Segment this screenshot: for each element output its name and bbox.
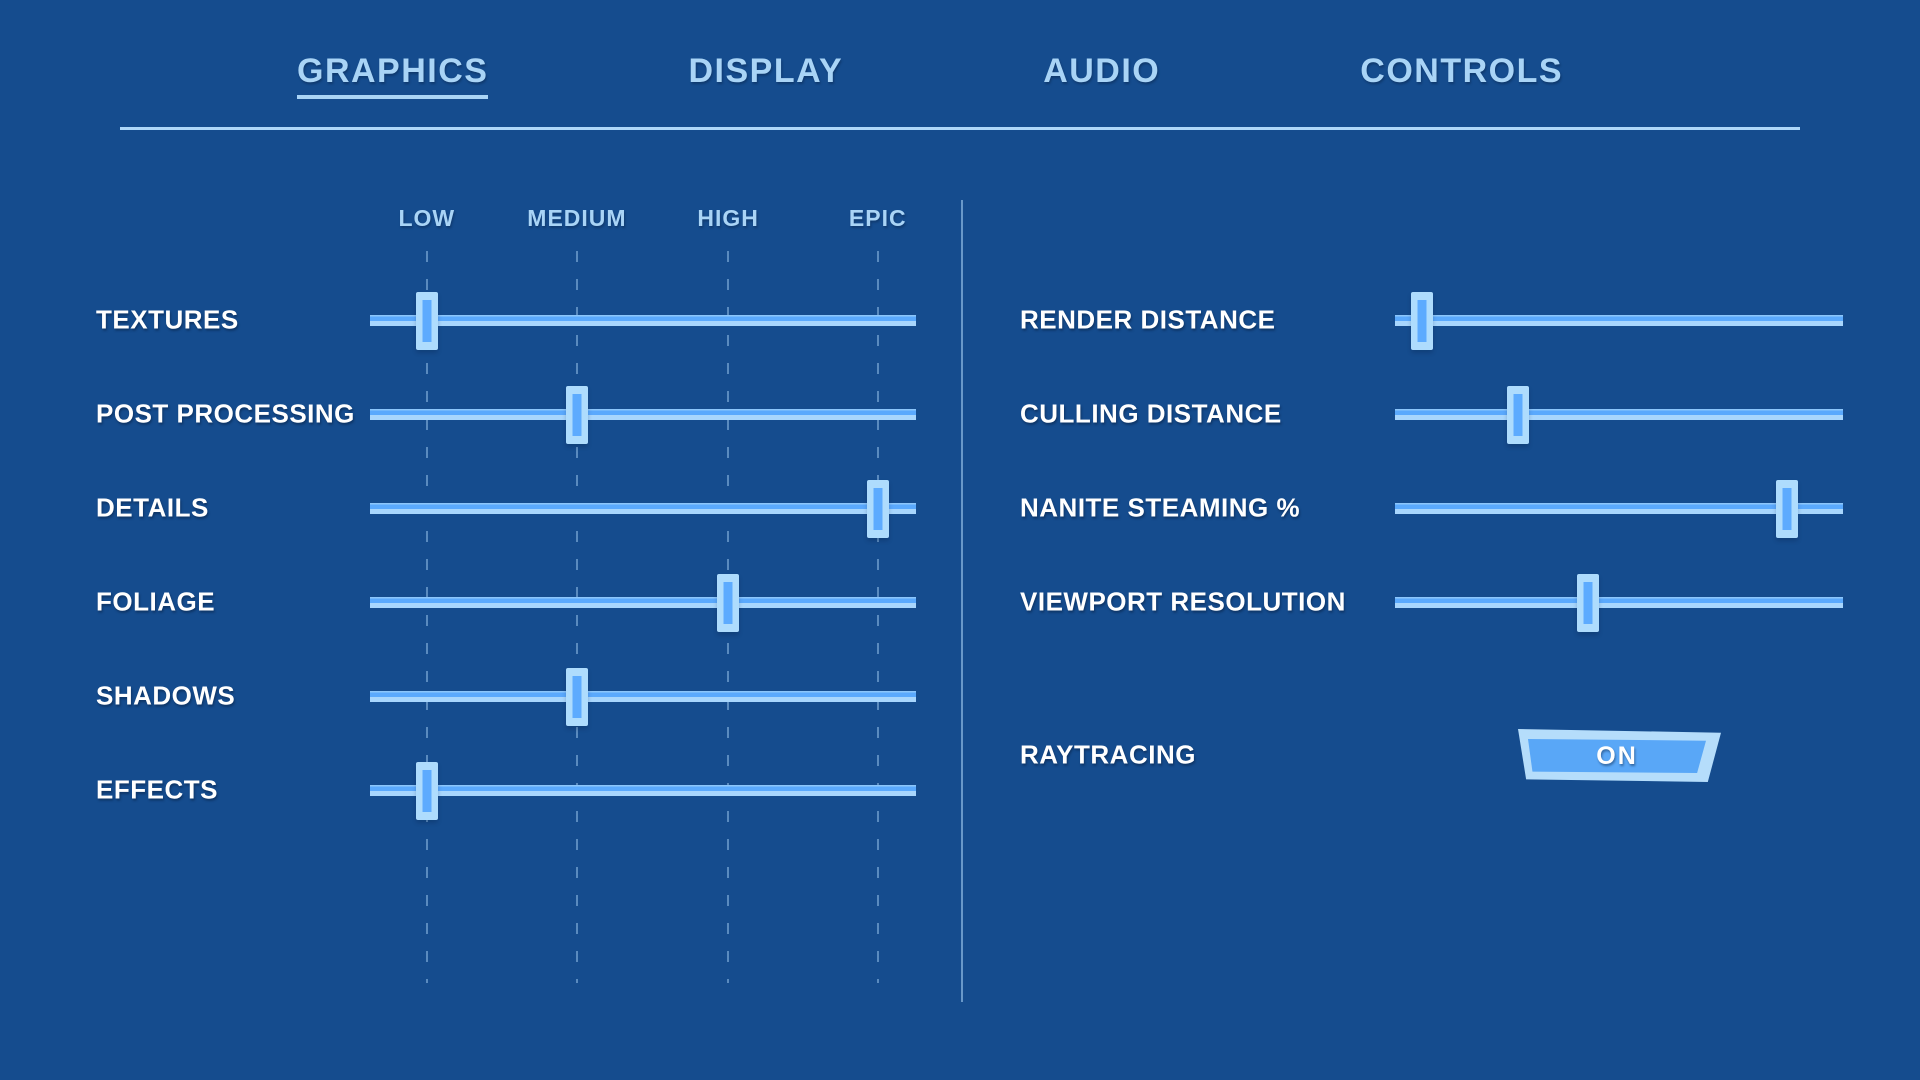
tab-audio[interactable]: AUDIO: [1043, 52, 1161, 90]
slider-handle-culling-distance[interactable]: [1507, 385, 1530, 444]
raytracing-state-value: ON: [1596, 741, 1638, 770]
setting-label-post-processing: POST PROCESSING: [96, 398, 355, 429]
slider-handle-stripe: [873, 487, 883, 530]
setting-label-viewport-resolution: VIEWPORT RESOLUTION: [1020, 586, 1346, 617]
slider-handle-stripe: [422, 299, 432, 342]
setting-label-raytracing: RAYTRACING: [1020, 739, 1196, 770]
slider-handle-render-distance[interactable]: [1410, 291, 1433, 350]
tab-bar: GRAPHICS DISPLAY AUDIO CONTROLS: [297, 54, 1563, 99]
setting-label-effects: EFFECTS: [96, 774, 218, 805]
slider-track-textures[interactable]: [370, 291, 916, 350]
slider-handle-stripe: [572, 675, 582, 718]
slider-handle-effects[interactable]: [415, 761, 438, 820]
slider-track-viewport-resolution[interactable]: [1395, 573, 1843, 632]
quality-gridline-low: [425, 251, 428, 983]
slider-handle-textures[interactable]: [415, 291, 438, 350]
setting-label-shadows: SHADOWS: [96, 680, 236, 711]
quality-scale-label-low: LOW: [398, 205, 456, 231]
tab-bar-rule: [120, 127, 1800, 130]
tab-controls[interactable]: CONTROLS: [1360, 52, 1564, 90]
slider-handle-stripe: [1513, 393, 1523, 436]
slider-track-effects[interactable]: [370, 761, 916, 820]
setting-label-render-distance: RENDER DISTANCE: [1020, 304, 1276, 335]
setting-label-nanite-steaming: NANITE STEAMING %: [1020, 492, 1301, 523]
slider-track-render-distance[interactable]: [1395, 291, 1843, 350]
slider-track-culling-distance[interactable]: [1395, 385, 1843, 444]
quality-scale-label-medium: MEDIUM: [527, 205, 627, 231]
quality-gridline-medium: [575, 251, 578, 983]
slider-track-post-processing[interactable]: [370, 385, 916, 444]
slider-handle-foliage[interactable]: [717, 573, 740, 632]
tab-display[interactable]: DISPLAY: [688, 52, 844, 90]
slider-handle-stripe: [572, 393, 582, 436]
slider-handle-stripe: [422, 769, 432, 812]
slider-track-foliage[interactable]: [370, 573, 916, 632]
slider-track-details[interactable]: [370, 479, 916, 538]
slider-handle-stripe: [1417, 299, 1427, 342]
setting-label-culling-distance: CULLING DISTANCE: [1020, 398, 1282, 429]
slider-handle-stripe: [1782, 487, 1792, 530]
tab-graphics[interactable]: GRAPHICS: [297, 54, 489, 99]
slider-handle-shadows[interactable]: [565, 667, 588, 726]
setting-label-details: DETAILS: [96, 492, 209, 523]
slider-handle-stripe: [723, 581, 733, 624]
raytracing-button-face: ON: [1528, 739, 1706, 773]
column-divider: [961, 200, 963, 1002]
setting-label-foliage: FOLIAGE: [96, 586, 216, 617]
slider-track-shadows[interactable]: [370, 667, 916, 726]
slider-handle-details[interactable]: [866, 479, 889, 538]
raytracing-button-frame: ON: [1518, 729, 1721, 782]
slider-track-nanite-steaming[interactable]: [1395, 479, 1843, 538]
slider-handle-viewport-resolution[interactable]: [1576, 573, 1599, 632]
quality-gridline-epic: [876, 251, 879, 983]
slider-handle-stripe: [1583, 581, 1593, 624]
quality-scale-label-epic: EPIC: [848, 205, 907, 231]
setting-label-textures: TEXTURES: [96, 304, 239, 335]
slider-handle-post-processing[interactable]: [565, 385, 588, 444]
raytracing-toggle-button[interactable]: ON: [1518, 729, 1721, 782]
slider-handle-nanite-steaming[interactable]: [1776, 479, 1798, 538]
quality-scale-label-high: HIGH: [697, 205, 759, 231]
